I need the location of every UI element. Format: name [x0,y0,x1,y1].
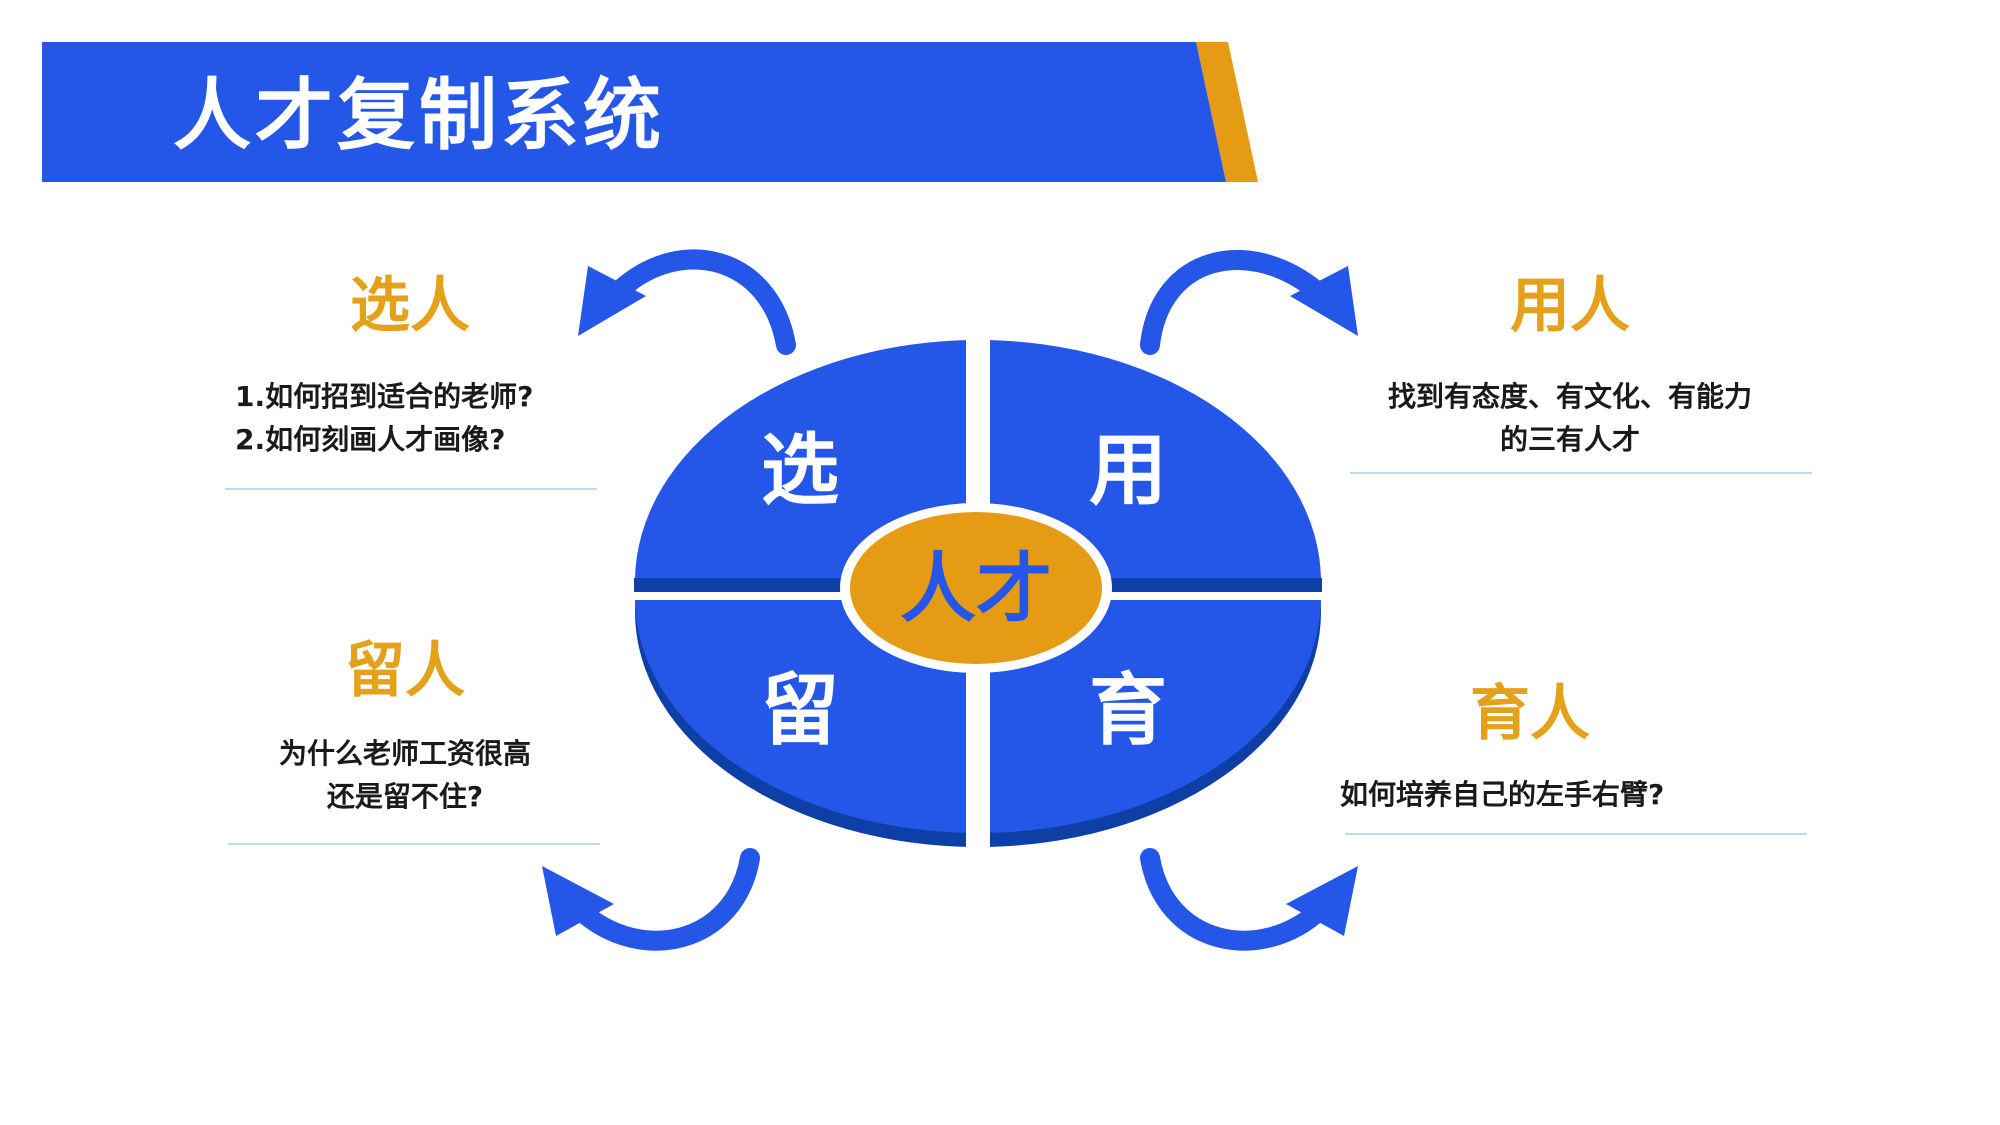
section-retain-divider [228,843,600,845]
quadrant-top-left [635,340,966,578]
section-develop-line-1: 如何培养自己的左手右臂? [1340,778,1665,811]
section-develop-title: 育人 [1470,679,1590,749]
section-develop-text: 如何培养自己的左手右臂? [1340,773,1780,816]
arrow-top-left [578,249,796,355]
section-retain-title: 留人 [345,636,465,706]
quadrant-label-select: 选 [761,426,839,516]
section-retain-line-2: 还是留不住? [326,780,484,813]
page-title: 人才复制系统 [173,71,666,161]
quadrant-label-retain: 留 [761,666,839,756]
arrow-bottom-right [1140,848,1358,951]
section-retain-line-1: 为什么老师工资很高 [278,737,531,770]
center-hub [850,512,1102,664]
banner-accent-stripe [1196,42,1258,182]
section-use-title: 用人 [1510,271,1630,341]
section-select: 选人 [230,270,590,342]
section-select-line-1: 1.如何招到适合的老师? [235,380,534,413]
quadrant-bottom-right [990,600,1321,833]
section-retain-text: 为什么老师工资很高 还是留不住? [220,732,590,818]
section-select-text: 1.如何招到适合的老师? 2.如何刻画人才画像? [235,375,605,461]
quadrant-bottom-left [635,600,966,833]
section-select-divider [225,488,597,490]
section-develop: 育人 [1360,678,1700,750]
arrow-bottom-left [542,848,760,951]
section-select-title: 选人 [350,271,470,341]
banner-bar [42,42,1226,182]
quadrant-label-develop: 育 [1089,666,1167,756]
quadrant-top-right [990,340,1321,578]
section-retain: 留人 [225,635,585,707]
section-use-text: 找到有态度、有文化、有能力 的三有人才 [1350,375,1790,461]
section-develop-divider [1345,833,1807,835]
title-banner [42,42,1258,182]
section-use-line-2: 的三有人才 [1499,423,1640,456]
section-select-line-2: 2.如何刻画人才画像? [235,423,506,456]
section-use-divider [1350,472,1812,474]
quadrant-label-use: 用 [1089,426,1167,516]
center-label: 人才 [900,544,1052,633]
arrow-top-right [1140,250,1358,355]
section-use-line-1: 找到有态度、有文化、有能力 [1387,380,1752,413]
section-use: 用人 [1400,270,1740,342]
